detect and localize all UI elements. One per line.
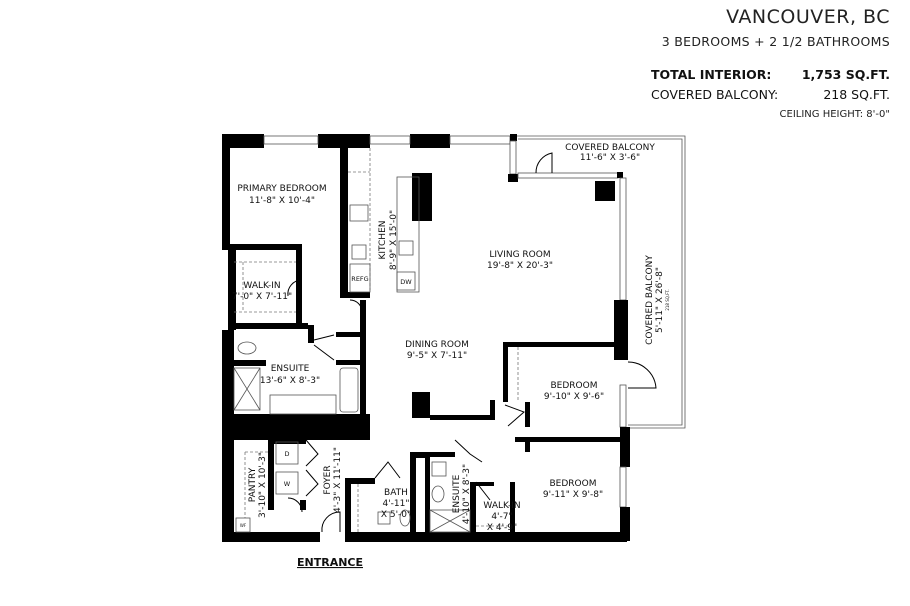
oven-icon [351,244,367,260]
bath-name: BATH [384,488,408,498]
pantry-name: PANTRY [248,467,258,502]
sink-icon [398,240,414,256]
ensuite-name: ENSUITE [271,364,310,374]
washer-label: W [284,480,291,488]
ceiling-height: CEILING HEIGHT: 8'-0" [779,109,890,120]
unit-summary: 3 BEDROOMS + 2 1/2 BATHROOMS [661,34,890,49]
washer-icon [275,471,299,495]
shower-icon [233,367,261,411]
covered-balcony-value: 218 SQ.FT. [823,87,890,102]
fixtures [233,148,519,533]
dryer-icon [275,441,299,465]
walk-in-2-dims-2: X 4'-9" [487,523,517,533]
ensuite-2-name: ENSUITE [452,474,462,513]
kitchen-name: KITCHEN [378,221,388,260]
walk-in-dims: 7'-0" X 7'-11" [232,292,292,302]
vanity-icon [269,394,337,415]
ensuite-dims: 13'-6" X 8'-3" [260,376,320,386]
bath-dims-2: X 5'-0" [381,510,411,520]
total-interior-value: 1,753 SQ.FT. [801,67,890,82]
bedroom-2-name: BEDROOM [551,381,598,391]
bedroom-3-name: BEDROOM [550,479,597,489]
primary-bedroom-dims: 11'-8" X 10'-4" [249,196,315,206]
primary-bedroom-name: PRIMARY BEDROOM [237,184,326,194]
entrance-label: ENTRANCE [297,556,363,569]
water-filter-label: WF [240,523,247,528]
bedroom-3-dims: 9'-11" X 9'-8" [543,490,603,500]
balcony-side-note: 218 SQ.FT. [665,289,670,310]
bath-dims-1: 4'-11" [382,499,409,509]
toilet-icon [237,341,257,355]
covered-balcony-label: COVERED BALCONY: [651,87,779,102]
dining-room-dims: 9'-5" X 7'-11" [407,351,467,361]
bath-sink-icon [377,511,391,525]
balcony-side-name: COVERED BALCONY [645,255,655,345]
living-room-name: LIVING ROOM [489,250,550,260]
total-interior-label: TOTAL INTERIOR: [651,67,772,82]
pantry-dims: 3'-10" X 10'-3" [258,452,268,518]
balcony-outline [515,135,686,429]
balcony-top-dims: 11'-6" X 3'-6" [580,153,640,163]
kitchen-dims: 8'-9" X 15'-0" [389,210,399,270]
bathtub-icon [339,367,359,413]
living-room-dims: 19'-8" X 20'-3" [487,261,553,271]
dishwasher-icon [396,271,416,291]
walk-in-2-dims-1: 4'-7" [491,512,512,522]
fridge-icon [349,263,371,293]
dining-room-name: DINING ROOM [405,340,469,350]
doors [287,152,657,533]
walk-in-name: WALK-IN [243,281,280,291]
refrigerator-label: REFG [351,275,368,283]
dishwasher-label: DW [400,278,412,286]
bedroom-2-dims: 9'-10" X 9'-6" [544,392,604,402]
foyer-name: FOYER [323,465,333,494]
balcony-side-dims: 5'-11" X 26'-8" [655,267,665,333]
walk-in-2-name: WALK-IN [483,501,520,511]
bath-toilet-icon [399,509,411,527]
foyer-dims: 4'-3" X 11'-11" [333,447,343,513]
city-title: VANCOUVER, BC [726,6,890,28]
cooktop-icon [349,204,369,222]
ensuite-2-dims: 4'-10" X 8'-3" [462,464,472,524]
balcony-top-name: COVERED BALCONY [565,143,655,153]
exterior-walls [222,134,630,542]
dryer-label: D [284,450,289,458]
water-filter-icon [235,517,251,533]
